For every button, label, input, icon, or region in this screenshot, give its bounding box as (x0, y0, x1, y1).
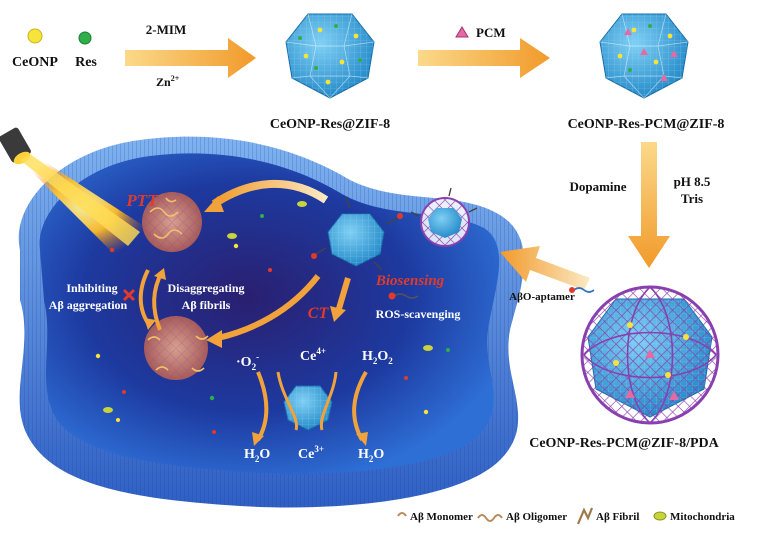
biosensing-label: Biosensing (375, 273, 445, 289)
neuron-cell (18, 136, 524, 508)
synthesis-arrow-2 (418, 38, 550, 78)
aptamer-label: AβO-aptamer (509, 291, 575, 303)
h2o2-label: H2O2 (362, 349, 393, 366)
svg-text:Mitochondria: Mitochondria (670, 511, 735, 523)
inhibit-line2: Aβ aggregation (49, 298, 128, 312)
legend-mitochondria: Mitochondria (653, 511, 735, 523)
coating-arrow-down (628, 142, 670, 268)
res-molecule (78, 31, 92, 45)
h2o-right-label: H2O (358, 447, 384, 464)
release-arrow-ct (206, 274, 321, 348)
pcm-label: PCM (476, 25, 506, 40)
legend-fibril: Aβ Fibril (576, 507, 639, 525)
disagg-line2: Aβ fibrils (182, 298, 231, 312)
crystal-ceonp-res-pcm-zif8 (599, 13, 689, 99)
synthesis-arrow-1 (125, 38, 256, 78)
ceonp-particle (27, 28, 43, 44)
laser-beam (18, 152, 150, 260)
svg-text:Aβ Monomer: Aβ Monomer (410, 511, 473, 523)
ceonp-label: CeONP (12, 55, 58, 70)
h2o-left-label: H2O (244, 447, 270, 464)
legend-oligomer: Aβ Oligomer (477, 511, 567, 523)
superoxide-label: ·O2- (236, 352, 259, 372)
tris-label: Tris (681, 191, 703, 206)
ph-label: pH 8.5 (674, 174, 711, 189)
svg-text:Aβ Fibril: Aβ Fibril (596, 511, 639, 523)
res-label: Res (75, 55, 97, 70)
svg-text:Aβ Oligomer: Aβ Oligomer (506, 511, 567, 523)
final-pda-nanoparticle (580, 285, 720, 425)
final-product-label: CeONP-Res-PCM@ZIF-8/PDA (529, 436, 719, 451)
ros-cycle-arrows (252, 370, 368, 446)
cell-nanoparticle (311, 197, 403, 271)
release-arrow-ros (330, 277, 351, 322)
membrane-pda-particle (410, 187, 478, 247)
targeting-arrow (500, 246, 590, 290)
release-arrow-ptt (204, 180, 329, 212)
reagent-2mim: 2-MIM (146, 22, 186, 37)
crystal-ceonp-res-zif8 (285, 13, 375, 99)
reagent-zinc: Zn2+ (156, 74, 180, 89)
product1-label: CeONP-Res@ZIF-8 (270, 117, 390, 132)
ce3-label: Ce3+ (298, 444, 324, 462)
inhibit-cross-icon (122, 288, 136, 302)
pcm-triangle-icon (455, 26, 469, 38)
ce4-label: Ce4+ (300, 346, 326, 364)
ct-label: CT (308, 305, 330, 322)
ros-label: ROS-scavenging (376, 307, 461, 321)
fibril-nanoparticle-ptt (142, 192, 202, 252)
product2-label: CeONP-Res-PCM@ZIF-8 (568, 117, 725, 132)
ptt-label: PTT (125, 191, 158, 210)
cytoplasm-particles (95, 201, 450, 434)
fibril-nanoparticle-disaggregated (144, 316, 209, 380)
aptamer-probe-icon (388, 292, 419, 300)
legend-monomer: Aβ Monomer (397, 511, 473, 523)
aptamer-icon (569, 287, 595, 293)
inhibit-line1: Inhibiting (66, 281, 117, 295)
cycle-arrows-left (138, 268, 166, 331)
disagg-line1: Disaggregating (167, 281, 244, 295)
legend: Aβ Monomer Aβ Oligomer Aβ Fibril Mitocho… (397, 507, 735, 525)
dopamine-label: Dopamine (569, 179, 626, 194)
